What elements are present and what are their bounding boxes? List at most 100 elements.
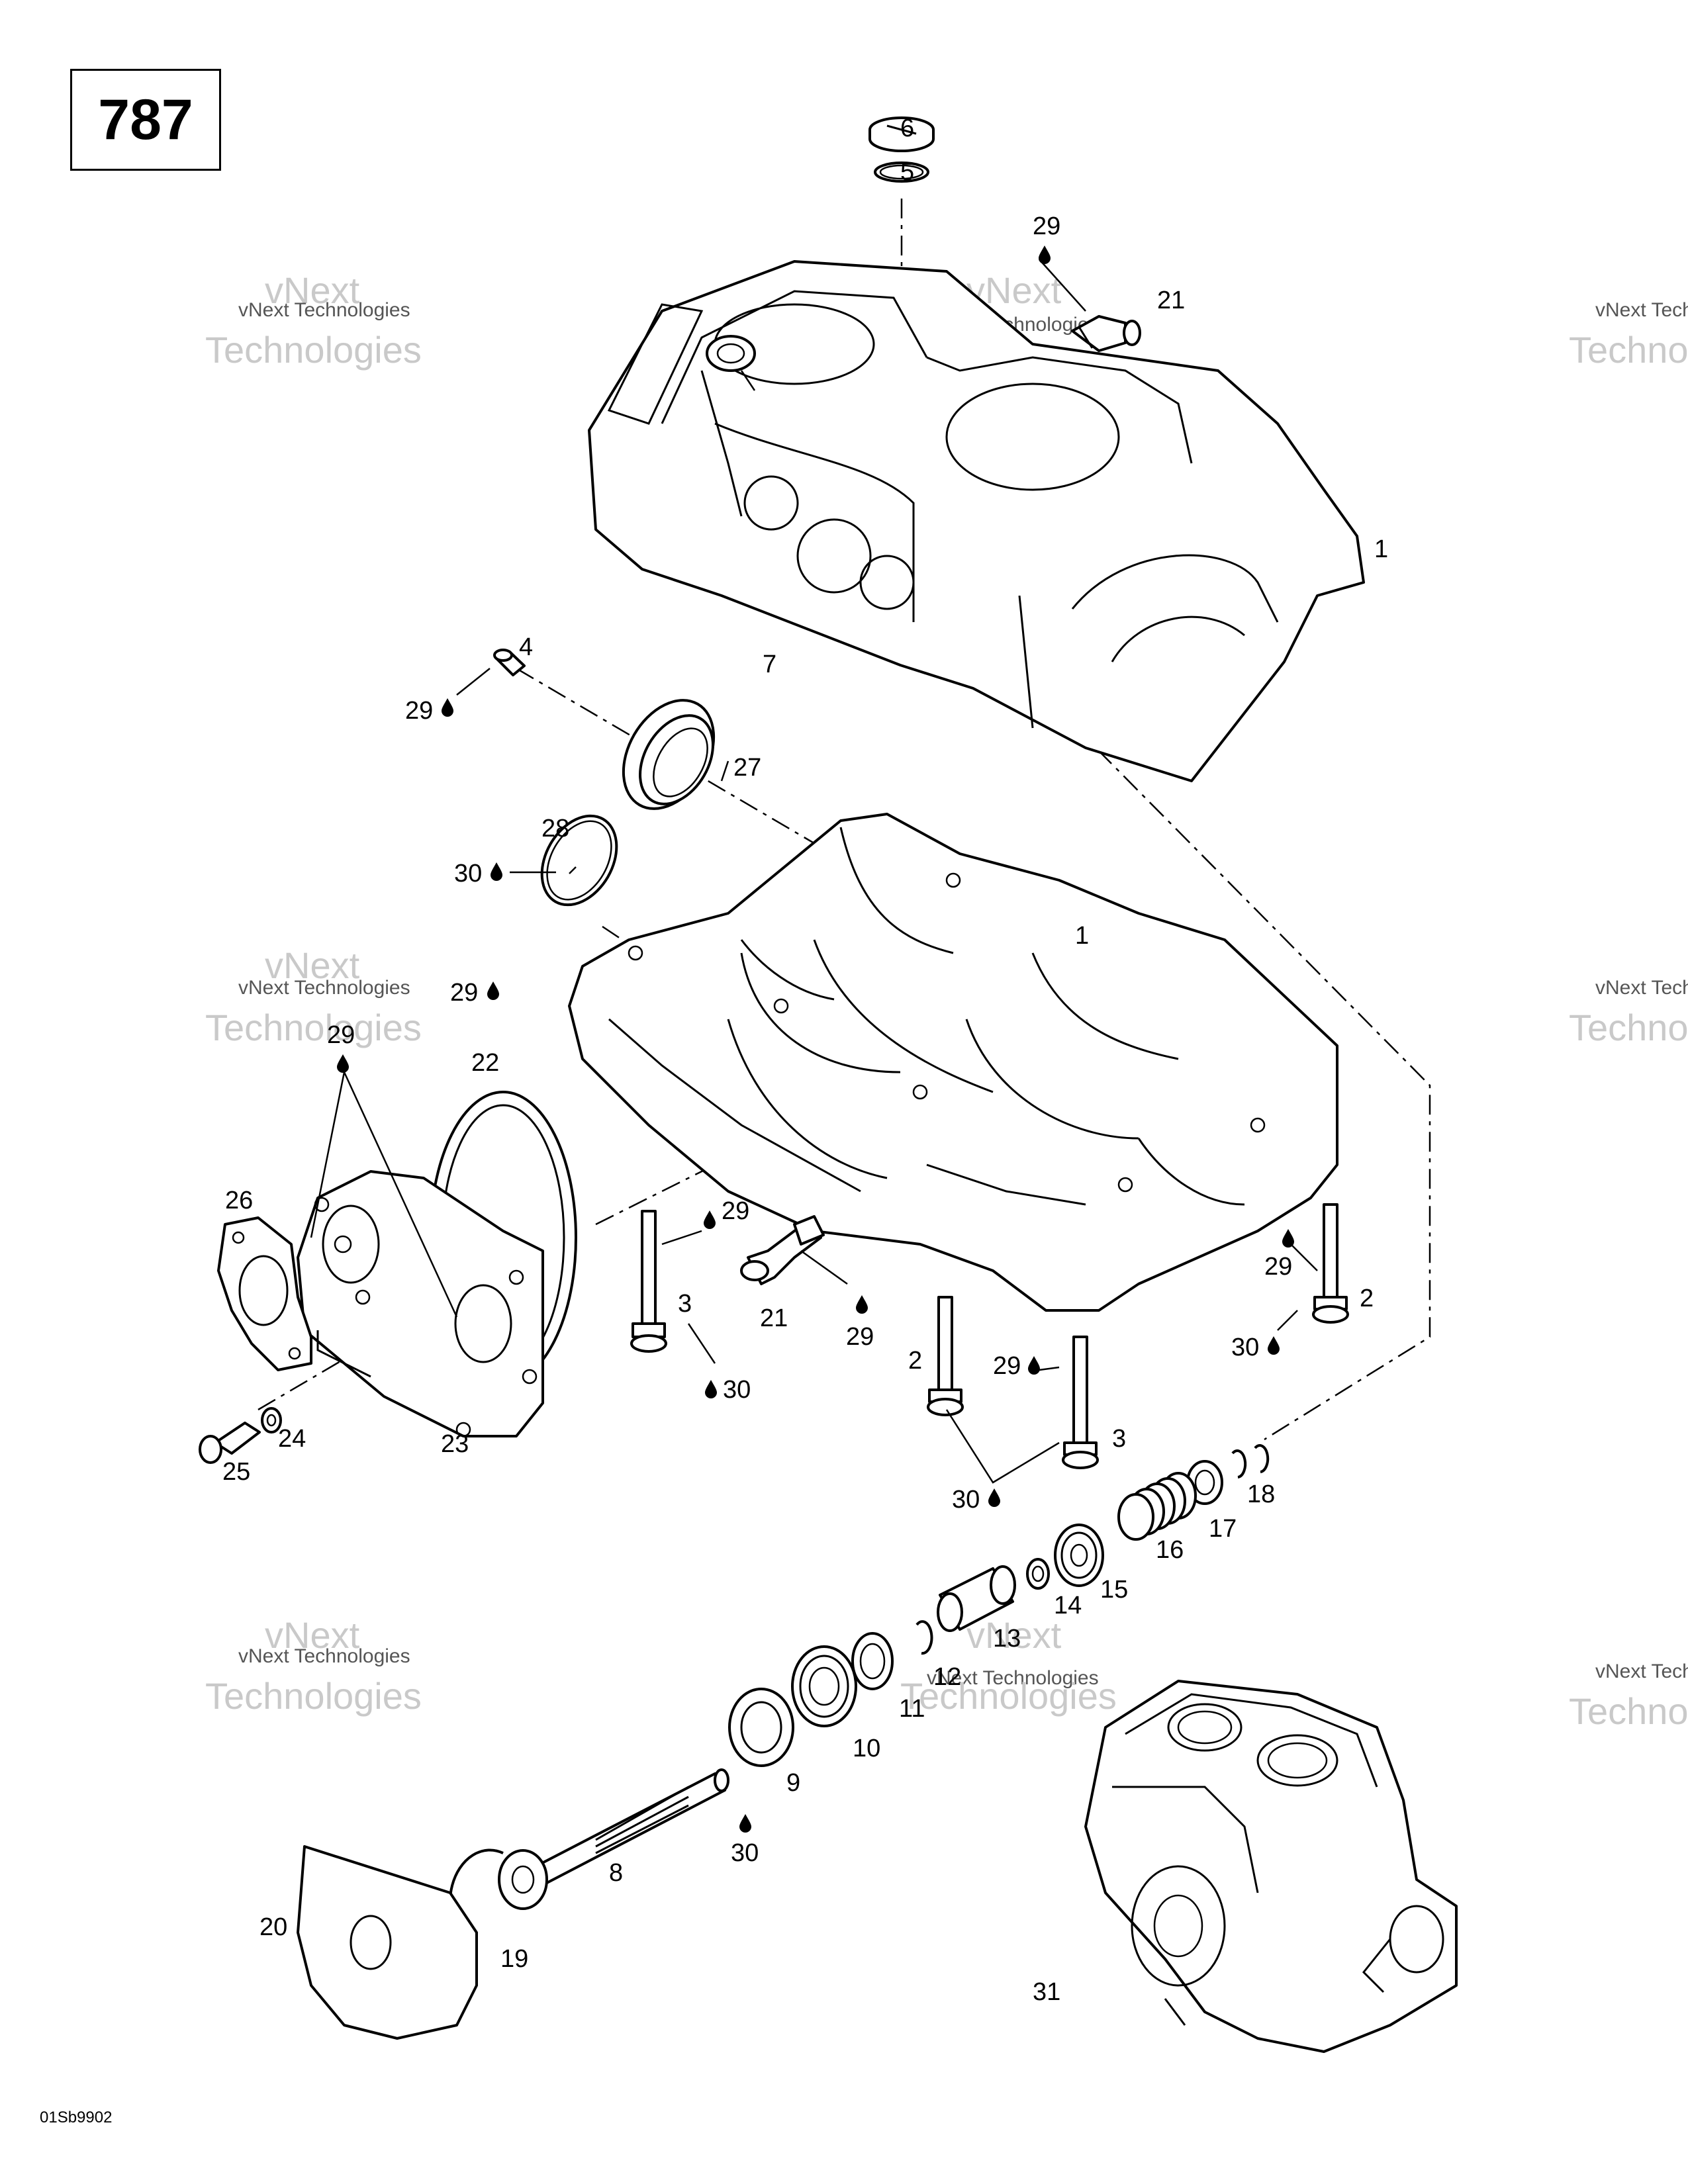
callout-8: 8 [609,1859,623,1887]
part-15-gear [1054,1524,1104,1587]
callout-27: 27 [733,754,761,782]
part-31-engine-assembly [1084,1680,1458,2053]
figure-code: 01Sb9902 [40,2109,113,2126]
drop-icon [1039,246,1051,264]
callout-26: 26 [225,1187,253,1214]
part-18-circlips [1231,1444,1270,1479]
watermark-text: vNext Technologies [927,1667,1099,1689]
watermark-text: vNext [265,1614,360,1656]
drop-icon [442,698,453,717]
page-number: 787 [98,87,193,152]
watermark-text: vNext Technologies [1595,299,1688,321]
drop-icon [739,1814,751,1833]
callout-29: 29 [722,1197,749,1225]
part-16-spring [1117,1472,1197,1541]
callout-30: 30 [723,1376,751,1404]
part-24-washer [261,1407,282,1433]
drop-icon [1268,1336,1280,1355]
callout-30: 30 [454,860,482,887]
watermark-low-right: vNext Technologies Technologies [1569,1661,1688,1732]
drop-icon [491,862,502,881]
callout-29: 29 [1264,1253,1292,1281]
watermark-text: Technologies [1569,1007,1688,1048]
part-3-bolt-center [1062,1336,1099,1469]
part-8-shaft [498,1768,729,1910]
watermark-text: Technologies [205,329,422,371]
callout-29: 29 [327,1021,355,1049]
watermark-text: Technologies [205,1007,422,1048]
drop-icon [487,981,499,1000]
leader-lines [310,259,1318,1484]
callout-29: 29 [846,1323,874,1351]
drop-icon [704,1210,716,1229]
part-22-cover [297,1091,577,1437]
callout-10: 10 [853,1735,880,1762]
callout-2: 2 [1360,1285,1374,1312]
watermark-text: Technologies [1569,1690,1688,1732]
part-9-seal [728,1688,794,1767]
watermark-low-center: vNext vNext Technologies Technologies [900,1614,1117,1717]
callout-16: 16 [1156,1536,1184,1564]
part-2-bolt-center [927,1296,964,1416]
drop-icon [705,1380,717,1398]
watermark-text: vNext Technologies [1595,1661,1688,1682]
part-13-sleeve [937,1565,1016,1632]
drop-icon [1282,1229,1294,1248]
callout-21: 21 [1157,287,1185,314]
callout-18: 18 [1247,1480,1275,1508]
callout-5: 5 [900,158,914,186]
part-27-seal [622,699,716,810]
watermark-text: vNext Technologies [238,299,410,321]
callout-30: 30 [1231,1334,1259,1361]
part-11-shim [851,1632,894,1690]
watermark-mid-left: vNext vNext Technologies Technologies [205,944,422,1048]
callout-3: 3 [1112,1425,1126,1453]
callout-30: 30 [952,1486,980,1514]
callout-12: 12 [933,1663,961,1691]
callout-13: 13 [993,1625,1021,1653]
callout-labels: 6 5 29 21 1 4 29 7 27 28 30 1 29 29 22 2… [222,114,1388,2006]
callout-29: 29 [450,979,478,1007]
part-7-seal [706,335,756,372]
part-12-circlip [915,1620,933,1655]
part-10-bearing [791,1645,857,1727]
callout-22: 22 [471,1049,499,1077]
watermark-text: vNext [265,269,360,311]
part-26-gasket [217,1216,312,1371]
callout-30: 30 [731,1839,759,1867]
part-2-bolt-right [1312,1203,1349,1324]
callout-31: 31 [1033,1978,1060,2006]
watermark-top-left: vNext vNext Technologies Technologies [205,269,422,371]
callout-1: 1 [1075,922,1089,950]
watermark-text: vNext Technologies [238,977,410,999]
watermark-text: vNext [265,944,360,986]
watermark-text: vNext Technologies [1595,977,1688,999]
watermark-text: vNext Technologies [238,1645,410,1667]
drop-icon [988,1488,1000,1507]
callout-29: 29 [1033,212,1060,240]
watermark-text: vNext [966,1614,1062,1656]
part-25-screw [199,1422,261,1464]
callout-21: 21 [760,1304,788,1332]
watermark-low-left: vNext vNext Technologies Technologies [205,1614,422,1717]
callout-25: 25 [222,1458,250,1486]
part-21-elbow-fitting [740,1215,825,1285]
callout-15: 15 [1100,1576,1128,1604]
drop-icon [856,1295,868,1314]
watermark-text: Technologies [205,1675,422,1717]
part-21-fitting-top [1071,315,1141,352]
watermark-mid-right: vNext Technologies Technologies [1569,977,1688,1048]
part-28-o-ring [540,814,618,907]
callout-9: 9 [786,1769,800,1797]
part-5-o-ring [874,161,929,183]
drop-icon [1028,1356,1040,1375]
callout-11: 11 [899,1695,925,1723]
callout-24: 24 [278,1425,306,1453]
callout-2: 2 [908,1347,922,1375]
callout-29: 29 [405,697,433,725]
part-20-ring-gear [297,1845,478,2040]
callout-7: 7 [763,651,776,678]
callout-6: 6 [900,114,914,142]
callout-3: 3 [678,1290,692,1318]
